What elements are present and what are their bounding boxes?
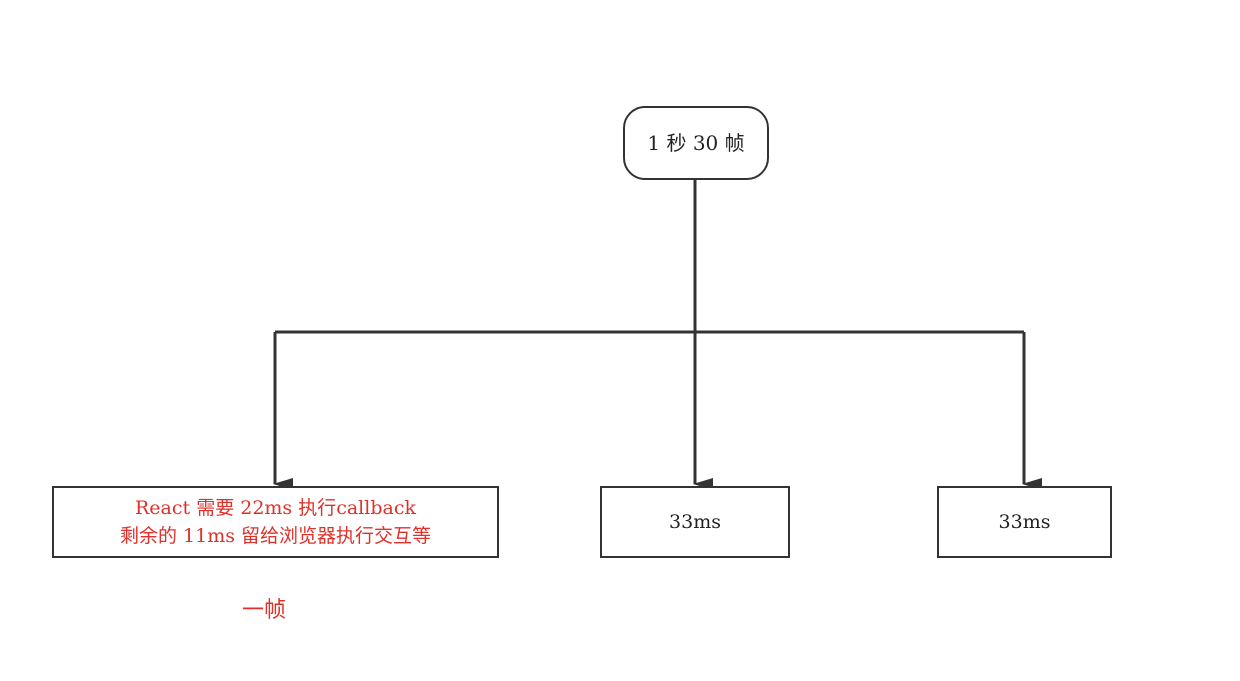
frame-node-2-label: 33ms [669,511,721,533]
frame-node-2: 33ms [600,486,790,558]
root-node: 1 秒 30 帧 [623,106,769,180]
frame-node-react: React 需要 22ms 执行callback 剩余的 11ms 留给浏览器执… [52,486,499,558]
frame-node-3: 33ms [937,486,1112,558]
frame-node-3-label: 33ms [998,511,1051,533]
root-label: 1 秒 30 帧 [647,131,745,155]
frame-caption: 一帧 [241,598,286,623]
frame-node-react-line-1: React 需要 22ms 执行callback [135,497,416,519]
frame-node-react-line-2: 剩余的 11ms 留给浏览器执行交互等 [119,525,432,547]
